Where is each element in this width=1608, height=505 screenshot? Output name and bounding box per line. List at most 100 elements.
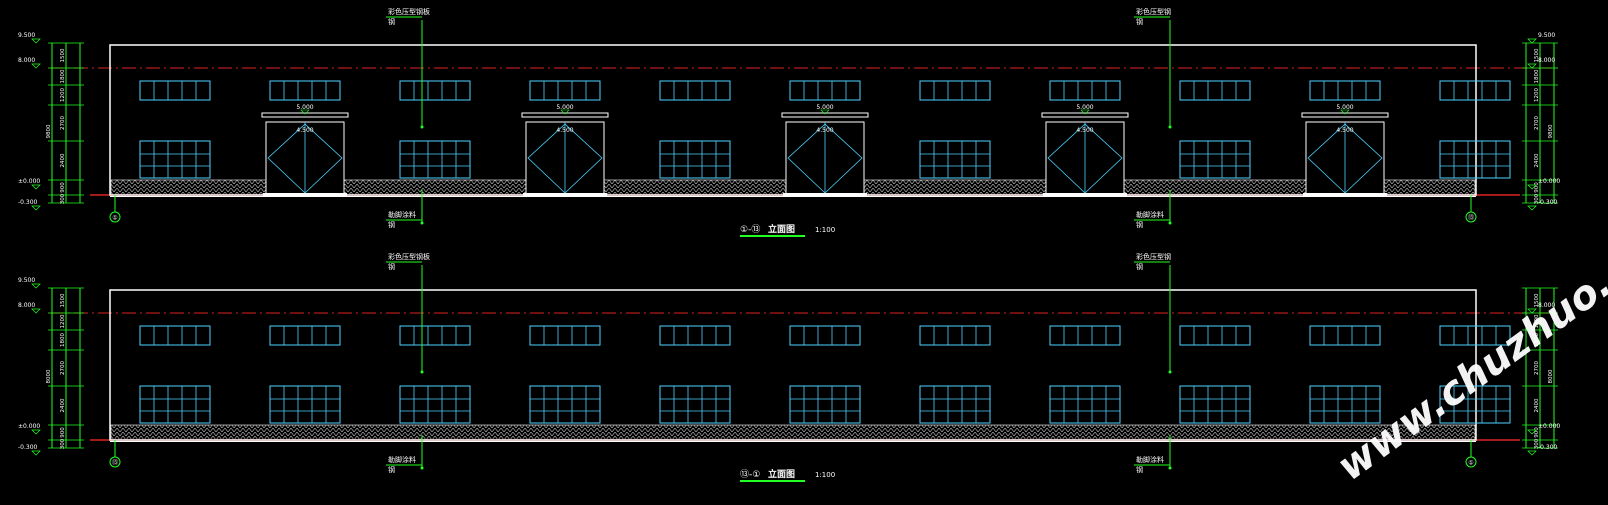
level-mark (1080, 109, 1090, 115)
upper-window (659, 80, 731, 101)
door-canopy (781, 112, 869, 118)
upper-window (1439, 325, 1511, 346)
leader-text: 钢 (1136, 17, 1143, 26)
title-axes: ①-⑬ (740, 224, 760, 235)
dimension-value: 1800 (60, 69, 66, 83)
level-mark (31, 283, 41, 289)
upper-window (919, 80, 991, 101)
door-height-label: 4.500 (1336, 127, 1353, 134)
dimension-value: 2700 (60, 116, 66, 130)
upper-window (139, 325, 211, 346)
upper-window (1309, 80, 1381, 101)
leader-text: 勒脚涂料 (1136, 210, 1164, 219)
level-mark (1527, 38, 1537, 44)
level-value: 9.500 (18, 277, 35, 284)
dimension-value: 8000 (1548, 369, 1554, 383)
door-height-label: 4.500 (816, 127, 833, 134)
dimension-value: 2400 (60, 398, 66, 412)
lower-window (659, 140, 731, 179)
level-mark (31, 38, 41, 44)
level-value: 8.000 (1538, 57, 1555, 64)
dimension-value: 1800 (60, 333, 66, 347)
title-scale: 1:100 (815, 226, 835, 234)
level-mark (31, 205, 41, 211)
door-threshold (263, 193, 347, 197)
level-value: ±0.000 (1538, 178, 1560, 185)
door-width-label: 5.000 (1076, 104, 1093, 111)
level-mark (1527, 184, 1537, 190)
upper-window (789, 80, 861, 101)
dimension-value: 2400 (1534, 153, 1540, 167)
dimension-value: 1200 (60, 88, 66, 102)
dimension-value: 1200 (1534, 88, 1540, 102)
upper-window (269, 80, 341, 101)
level-value: 8.000 (18, 302, 35, 309)
leader-text: 钢 (1136, 465, 1143, 474)
dimension-value: 900 (60, 182, 66, 193)
dimension-value: 900 (1534, 182, 1540, 193)
dimension-value: 300 (60, 193, 66, 204)
dimension-value: 9800 (46, 124, 52, 138)
upper-window (529, 80, 601, 101)
plinth-band (110, 424, 1476, 441)
leader-text: 钢 (388, 262, 395, 271)
level-mark (1527, 308, 1537, 314)
upper-window (1179, 325, 1251, 346)
watermark-text: www.chuzhuo.com (1329, 206, 1608, 490)
lower-window (919, 385, 991, 424)
leader-text: 彩色压型钢 (1136, 252, 1171, 261)
upper-window (659, 325, 731, 346)
leader-text: 钢 (388, 17, 395, 26)
upper-window (1049, 325, 1121, 346)
dimension-value: 9800 (1548, 124, 1554, 138)
axis-number: ① (112, 215, 117, 222)
dimension-value: 900 (60, 427, 66, 438)
level-mark (820, 109, 830, 115)
upper-window (529, 325, 601, 346)
axis-bubble-right: ⑬ (1465, 195, 1477, 223)
dimension-value: 1800 (1534, 333, 1540, 347)
axis-number: ⑬ (1468, 214, 1474, 222)
level-mark (560, 109, 570, 115)
dimension-value: 300 (1534, 193, 1540, 204)
upper-window (1309, 325, 1381, 346)
elevation-front: 5.0004.5005.0004.5005.0004.5005.0004.500… (18, 7, 1560, 237)
axis-number: ⑬ (112, 459, 118, 467)
leader-text: 钢 (388, 220, 395, 229)
axis-bubble-right: ① (1465, 440, 1477, 468)
leader-text: 钢 (388, 465, 395, 474)
door-threshold (1043, 193, 1127, 197)
level-value: ±0.000 (18, 423, 40, 430)
level-mark (1527, 63, 1537, 69)
lower-window (529, 385, 601, 424)
level-mark (31, 429, 41, 435)
leader-text: 彩色压型钢 (1136, 7, 1171, 16)
level-value: 8.000 (18, 57, 35, 64)
dimension-value: 1200 (1534, 314, 1540, 328)
leader-text: 勒脚涂料 (388, 455, 416, 464)
title-text: 立面图 (768, 468, 795, 480)
axis-number: ① (1468, 460, 1473, 467)
level-mark (31, 184, 41, 190)
level-value: 9.500 (18, 32, 35, 39)
title-axes: ⑬-① (740, 469, 760, 480)
lower-window (1179, 140, 1251, 179)
level-mark (1527, 450, 1537, 456)
door-canopy (521, 112, 609, 118)
title-text: 立面图 (768, 223, 795, 235)
lower-window (269, 385, 341, 424)
lower-window (919, 140, 991, 179)
level-mark (31, 63, 41, 69)
leader-text: 勒脚涂料 (1136, 455, 1164, 464)
upper-window (399, 325, 471, 346)
leader-text: 彩色压型钢板 (388, 7, 430, 16)
door-canopy (1301, 112, 1389, 118)
dimension-value: 300 (60, 438, 66, 449)
level-mark (31, 450, 41, 456)
